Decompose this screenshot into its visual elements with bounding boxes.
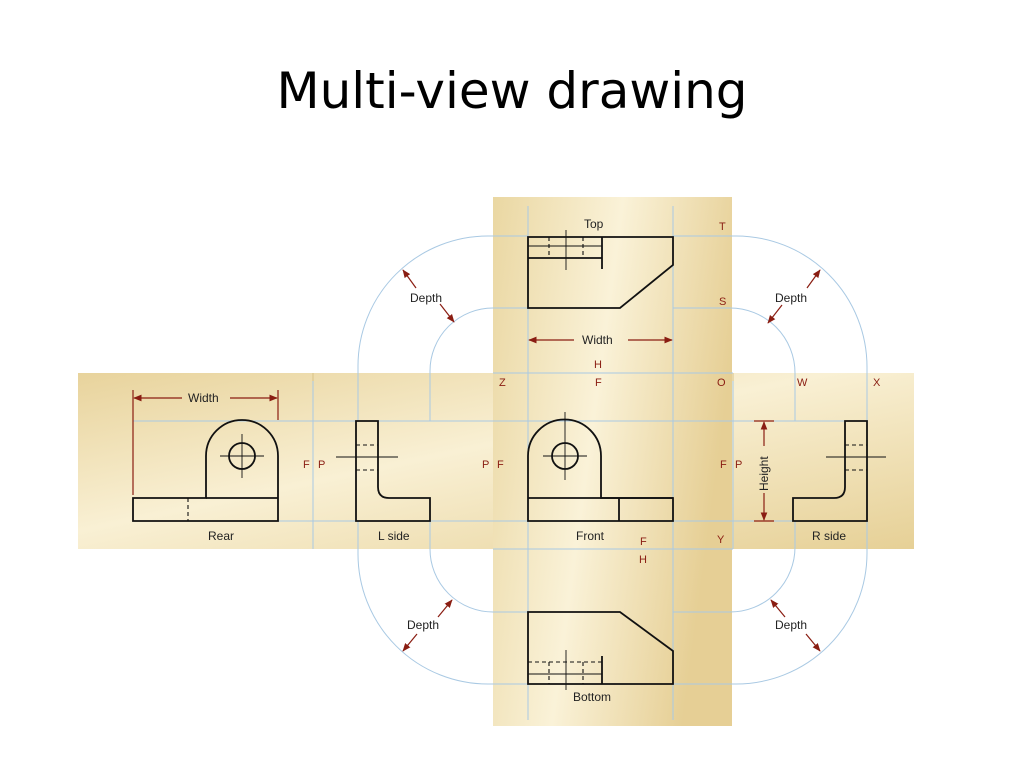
view-label-rear: Rear [208,529,234,543]
ref-letter-f: F [497,459,504,471]
dimension-depth-bottom-right: Depth [770,599,821,652]
dimension-depth-top-right: Depth [767,269,821,324]
right-side-view: R side [792,420,886,543]
ref-letter-p: P [735,459,742,471]
ref-letter-p: P [482,459,489,471]
ref-letter-t: T [719,221,726,233]
ref-letter-f: F [303,459,310,471]
reference-letters: T S H Z F O W X F P P F F P F Y H [303,221,881,566]
top-view: Top [527,217,674,309]
dimension-width-top: Width [528,333,673,347]
rear-view: Rear [132,419,279,543]
ref-letter-o: O [717,377,726,389]
dimension-height: Height [754,420,774,522]
left-side-view: L side [336,420,431,543]
ref-letter-f: F [595,377,602,389]
bottom-view: Bottom [527,611,674,704]
ref-letter-f: F [720,459,727,471]
ref-letter-f: F [640,536,647,548]
dimension-label-depth-bottom-left: Depth [407,618,439,632]
ref-letter-x: X [873,377,881,389]
dimension-label-depth-bottom-right: Depth [775,618,807,632]
dimension-label-depth-top-left: Depth [410,291,442,305]
ref-letter-w: W [797,377,808,389]
dimension-label-width-rear: Width [188,391,219,405]
dimension-label-height: Height [757,456,771,491]
dimension-depth-bottom-left: Depth [402,599,453,652]
dimension-label-width-top: Width [582,333,613,347]
view-label-front: Front [576,529,605,543]
ref-letter-z: Z [499,377,506,389]
dimension-label-depth-top-right: Depth [775,291,807,305]
view-label-bottom: Bottom [573,690,611,704]
view-label-left-side: L side [378,529,410,543]
ref-letter-y: Y [717,534,725,546]
dimension-depth-top-left: Depth [402,269,455,323]
ref-letter-h: H [639,554,647,566]
front-view: Front [527,412,674,543]
dimension-width-rear: Width [132,390,279,495]
ref-letter-s: S [719,296,726,308]
ref-letter-p: P [318,459,325,471]
vertical-panel [493,197,732,726]
slide-title: Multi-view drawing [276,62,748,120]
ref-letter-h: H [594,359,602,371]
view-label-right-side: R side [812,529,846,543]
view-label-top: Top [584,217,604,231]
